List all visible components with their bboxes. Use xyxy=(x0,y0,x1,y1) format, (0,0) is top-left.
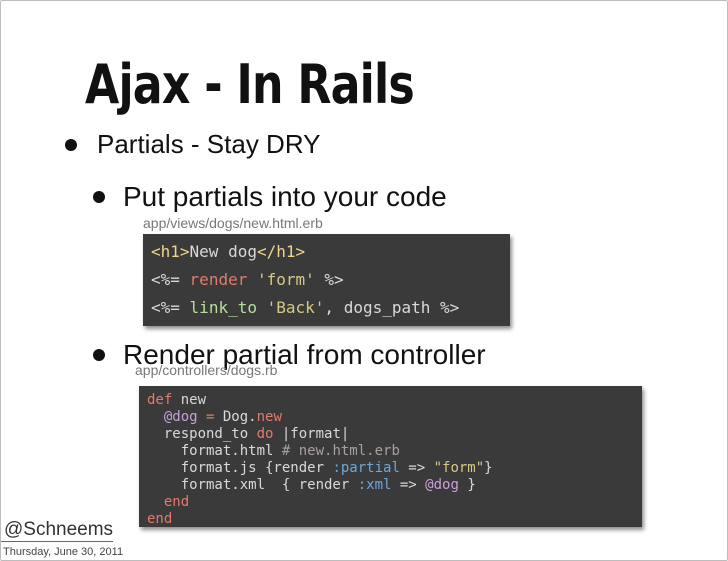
code-line: <%= render 'form' %> xyxy=(151,270,344,289)
bullet-text: Render partial from controller xyxy=(123,339,486,370)
bullet-dot xyxy=(93,349,105,361)
code-line: <%= link_to 'Back', dogs_path %> xyxy=(151,298,460,317)
footer-divider xyxy=(1,541,113,542)
slide-title: Ajax - In Rails xyxy=(85,53,415,116)
code-line: format.js {render :partial => "form"} xyxy=(180,460,493,476)
bullet-text: Partials - Stay DRY xyxy=(97,129,321,159)
code-line: <h1>New dog</h1> xyxy=(151,242,306,261)
bullet-dot xyxy=(65,138,77,151)
code-line: def new xyxy=(147,392,207,408)
code-caption-controller: app/controllers/dogs.rb xyxy=(135,362,278,378)
code-caption-view: app/views/dogs/new.html.erb xyxy=(143,215,323,231)
bullet-put-partials: Put partials into your code xyxy=(93,181,447,213)
bullet-dot xyxy=(93,191,105,203)
code-line: format.xml { render :xml => @dog } xyxy=(180,477,476,493)
code-line: format.html # new.html.erb xyxy=(180,443,400,459)
code-line: end xyxy=(147,511,173,527)
code-block-view: <h1>New dog</h1> <%= render 'form' %> <%= … xyxy=(143,234,510,326)
slide-date: Thursday, June 30, 2011 xyxy=(3,546,124,558)
bullet-render-partial: Render partial from controller xyxy=(93,339,486,371)
code-line: @dog = Dog.new xyxy=(163,409,282,425)
code-line: end xyxy=(163,494,190,510)
code-block-controller: def new @dog = Dog.new respond_to do |fo… xyxy=(139,386,642,527)
code-line: respond_to do |format| xyxy=(163,426,350,442)
bullet-text: Put partials into your code xyxy=(123,181,447,212)
author-handle: @Schneems xyxy=(4,519,114,540)
bullet-partials: Partials - Stay DRY xyxy=(65,129,320,160)
